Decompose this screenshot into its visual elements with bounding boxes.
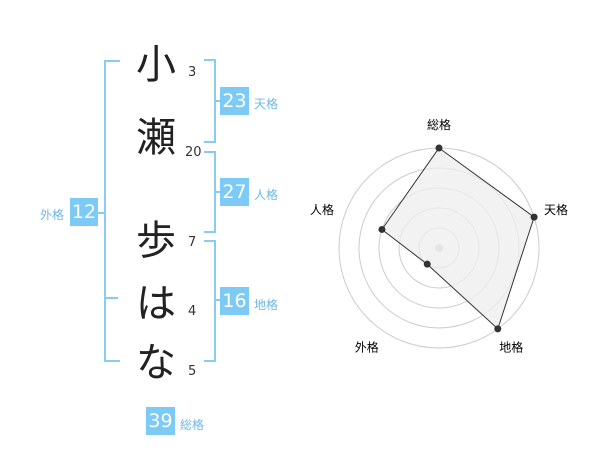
radar-point-3	[494, 325, 502, 333]
soukaku-label: 総格	[180, 418, 205, 432]
name-char-2: 瀬	[136, 115, 176, 161]
chikaku-bracket-tick	[214, 299, 220, 301]
stroke-count-1: 3	[188, 65, 197, 80]
radar-axis-label-1: 総格	[427, 117, 451, 132]
name-char-1: 小	[136, 42, 176, 88]
tenkaku-bracket-tick	[214, 100, 220, 102]
radar-data-polygon	[381, 147, 535, 330]
radar-point-4	[423, 260, 431, 268]
radar-point-2	[530, 213, 538, 221]
tenkaku-label: 天格	[254, 97, 279, 111]
radar-points	[378, 144, 538, 333]
chikaku-bracket	[204, 240, 216, 362]
chikaku-value: 16	[220, 287, 249, 315]
name-char-4: は	[136, 281, 176, 327]
radar-axis-label-4: 外格	[355, 340, 379, 355]
name-char-3: 歩	[136, 218, 176, 264]
stroke-count-2: 20	[185, 145, 202, 160]
chikaku-label: 地格	[254, 298, 279, 312]
radar-axis-label-5: 人格	[310, 202, 334, 217]
jinkaku-label: 人格	[254, 188, 279, 202]
radar-point-1	[435, 144, 443, 152]
gaikaku-bracket	[104, 60, 120, 362]
radar-axis-label-3: 地格	[499, 340, 523, 355]
stroke-count-4: 4	[188, 304, 197, 319]
radar-axis-label-2: 天格	[544, 202, 568, 217]
stroke-count-5: 5	[188, 364, 197, 379]
tenkaku-value: 23	[220, 87, 249, 115]
radar-point-5	[378, 225, 386, 233]
gaikaku-value: 12	[70, 198, 98, 226]
gaikaku-bracket-tick	[97, 212, 105, 214]
soukaku-value: 39	[146, 407, 175, 435]
gaikaku-bracket-mid	[104, 297, 118, 299]
jinkaku-value: 27	[220, 178, 249, 206]
gaikaku-label: 外格	[40, 208, 65, 222]
name-char-5: な	[136, 340, 176, 386]
jinkaku-bracket-tick	[214, 191, 220, 193]
stroke-count-3: 7	[188, 235, 197, 250]
